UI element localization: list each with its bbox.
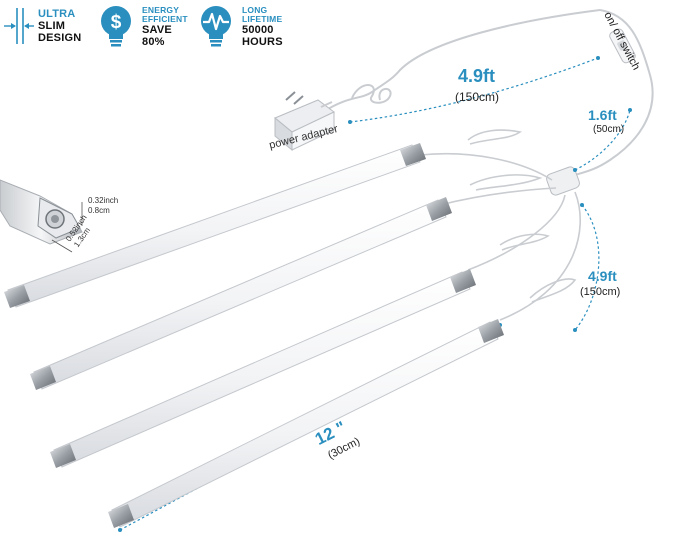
feature-text-line: ULTRA: [38, 8, 76, 20]
power-adapter: [274, 91, 335, 152]
feature-ultra-slim: ULTRA SLIM DESIGN: [4, 4, 96, 46]
power-cable: [322, 9, 654, 176]
adapter-cable-length: 4.9ft: [458, 66, 496, 86]
feature-text-line: SAVE: [142, 24, 172, 36]
pulse-bulb-icon: [201, 6, 231, 47]
feature-text-line: 80%: [142, 36, 165, 48]
feature-text-line: ENERGY: [142, 5, 180, 15]
svg-text:$: $: [111, 12, 122, 33]
adapter-cable-length-metric: (150cm): [455, 90, 500, 104]
dimension-endpoint: [348, 120, 352, 124]
light-bar: [108, 319, 504, 528]
profile-height-imperial: 0.32inch: [88, 196, 119, 205]
light-bar: [30, 197, 452, 390]
feature-text-line: EFFICIENT: [142, 14, 188, 24]
light-bar: [50, 269, 476, 468]
feature-text-line: 50000: [242, 24, 274, 36]
dimension-endpoint: [628, 108, 632, 112]
branch-cables: [419, 129, 582, 321]
profile-closeup: [0, 179, 83, 253]
feature-text-line: LONG: [242, 5, 268, 15]
dimension-endpoint: [596, 56, 600, 60]
dimension-endpoint: [573, 168, 577, 172]
feature-energy-efficient: $ ENERGY EFFICIENT SAVE 80%: [96, 4, 196, 48]
feature-text-line: SLIM: [38, 20, 66, 32]
profile-height-metric: 0.8cm: [88, 206, 110, 215]
feature-text-line: DESIGN: [38, 32, 82, 44]
dimension-endpoint: [573, 328, 577, 332]
switch-cable-length: 1.6ft: [588, 107, 617, 123]
dimension-endpoint: [580, 203, 584, 207]
switch-cable-length-metric: (50cm): [593, 124, 625, 135]
on-off-switch: [609, 28, 636, 64]
light-bar: [4, 143, 426, 308]
connector-cable-length-metric: (150cm): [580, 286, 621, 298]
feature-long-lifetime: LONG LIFETIME 50000 HOURS: [196, 4, 306, 48]
profile-height-label: 0.32inch 0.8cm: [88, 196, 118, 216]
ultra-slim-icon: [4, 8, 34, 44]
feature-text-line: LIFETIME: [242, 14, 283, 24]
connector-cable-length: 4.9ft: [588, 268, 617, 284]
feature-text-line: HOURS: [242, 36, 283, 48]
dimension-endpoint: [118, 528, 122, 532]
dollar-bulb-icon: $: [101, 6, 131, 47]
